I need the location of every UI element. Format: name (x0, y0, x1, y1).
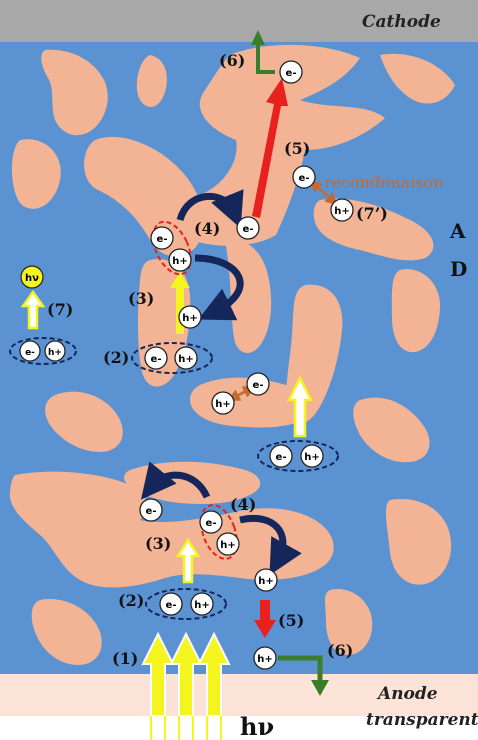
svg-text:e-: e- (286, 68, 297, 79)
svg-text:e-: e- (243, 224, 254, 235)
photon-label-bottom: hν (240, 712, 274, 740)
svg-text:e-: e- (299, 173, 310, 184)
step-7-prime-label: (7’) (356, 204, 388, 223)
svg-text:h+: h+ (194, 600, 210, 611)
electron-particle: e- (237, 217, 259, 239)
step-6-lower-label: (6) (327, 641, 353, 660)
svg-text:h+: h+ (257, 654, 273, 665)
svg-text:h+: h+ (182, 313, 198, 324)
svg-text:e-: e- (206, 518, 217, 529)
svg-text:e-: e- (151, 354, 162, 365)
hole-particle: h+ (217, 533, 239, 555)
hole-particle: h+ (255, 569, 277, 591)
svg-text:e-: e- (253, 380, 264, 391)
electron-particle: e- (145, 347, 167, 369)
hole-particle: h+ (191, 593, 213, 615)
svg-text:e-: e- (166, 600, 177, 611)
hole-particle: h+ (331, 199, 353, 221)
electron-particle: e- (151, 227, 173, 249)
step-3-upper-label: (3) (128, 289, 154, 308)
electron-particle: e- (280, 61, 302, 83)
svg-text:e-: e- (146, 506, 157, 517)
anode-label-line2: transparente (366, 710, 478, 730)
cathode-label: Cathode (362, 12, 441, 32)
photon-input-arrows (143, 634, 229, 716)
svg-text:e-: e- (276, 452, 287, 463)
svg-text:e-: e- (157, 234, 168, 245)
electron-particle: e- (270, 445, 292, 467)
step-4-upper-label: (4) (194, 219, 220, 238)
electron-particle: e- (140, 499, 162, 521)
recombination-label: recombinaison (324, 173, 443, 192)
electron-particle: e- (247, 373, 269, 395)
hole-particle: h+ (301, 445, 323, 467)
svg-text:h+: h+ (215, 399, 231, 410)
hole-particle: h+ (212, 392, 234, 414)
acceptor-label: A (449, 219, 466, 243)
photon-arrow-tails (150, 716, 222, 740)
anode-label-line1: Anode (376, 684, 438, 704)
electron-particle: e- (200, 511, 222, 533)
step-6-upper-label: (6) (219, 51, 245, 70)
svg-text:h+: h+ (304, 452, 320, 463)
svg-text:h+: h+ (258, 576, 274, 587)
step-5-upper-label: (5) (284, 139, 310, 158)
step-2-upper-label: (2) (103, 348, 129, 367)
step-1-label: (1) (112, 649, 138, 668)
electron-particle: e- (160, 593, 182, 615)
hole-particle: h+ (179, 306, 201, 328)
hole-particle: h+ (254, 647, 276, 669)
step-2-lower-label: (2) (118, 591, 144, 610)
step-7-label: (7) (47, 300, 73, 319)
svg-text:h+: h+ (48, 348, 62, 358)
electron-particle: e- (293, 166, 315, 188)
svg-text:h+: h+ (178, 354, 194, 365)
step-5-lower-label: (5) (278, 611, 304, 630)
svg-text:h+: h+ (172, 256, 188, 267)
donor-label: D (450, 257, 467, 281)
hole-particle: h+ (169, 249, 191, 271)
hole-particle: h+ (175, 347, 197, 369)
svg-text:e-: e- (25, 348, 35, 358)
svg-text:h+: h+ (220, 540, 236, 551)
electron-particle: e- (20, 341, 40, 361)
photon-emission-label: hν (25, 273, 39, 284)
hole-particle: h+ (45, 341, 65, 361)
step-4-lower-label: (4) (230, 495, 256, 514)
svg-text:h+: h+ (334, 206, 350, 217)
step-3-lower-label: (3) (145, 534, 171, 553)
